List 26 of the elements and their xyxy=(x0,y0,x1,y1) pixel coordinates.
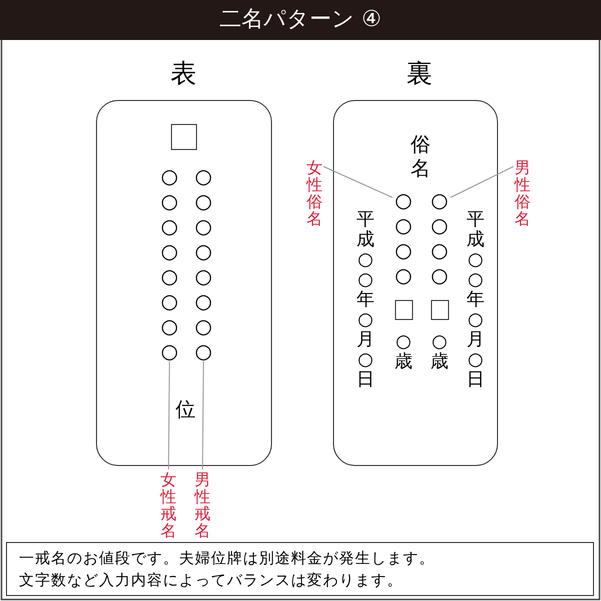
leader-line xyxy=(202,361,204,470)
leader-line xyxy=(168,361,170,470)
square-box xyxy=(430,300,448,320)
date-text: 平成○○年○月○日 xyxy=(356,210,374,390)
placeholder-column: ○○○○○○○○ xyxy=(194,164,214,364)
placeholder-column: ○○○○ xyxy=(394,188,414,288)
tablet-heading: 裏 xyxy=(406,61,432,87)
note-text: 文字数など入力内容によってバランスは変わります。 xyxy=(19,570,404,591)
annotation-text: 女性戒名 xyxy=(160,470,176,538)
annotation-text: 男性俗名 xyxy=(514,158,530,226)
annotation-text: 女性俗名 xyxy=(306,158,322,226)
tablet-text: 俗名 xyxy=(410,132,430,180)
age-text: ○歳 xyxy=(430,332,448,372)
leader-line xyxy=(323,166,393,198)
square-box xyxy=(170,124,196,150)
square-box xyxy=(394,300,412,320)
placeholder-column: ○○○○○○○○ xyxy=(160,164,180,364)
date-text: 平成○○年○月○日 xyxy=(466,210,484,390)
note-text: 一戒名のお値段です。夫婦位牌は別途料金が発生します。 xyxy=(19,548,436,569)
age-text: ○歳 xyxy=(394,332,412,372)
title: 二名パターン ④ xyxy=(220,7,382,32)
annotation-text: 男性戒名 xyxy=(194,470,210,538)
placeholder-column: ○○○○ xyxy=(430,188,450,288)
leader-line xyxy=(450,166,514,198)
tablet-heading: 表 xyxy=(170,61,196,87)
tablet-text: 位 xyxy=(176,399,196,419)
